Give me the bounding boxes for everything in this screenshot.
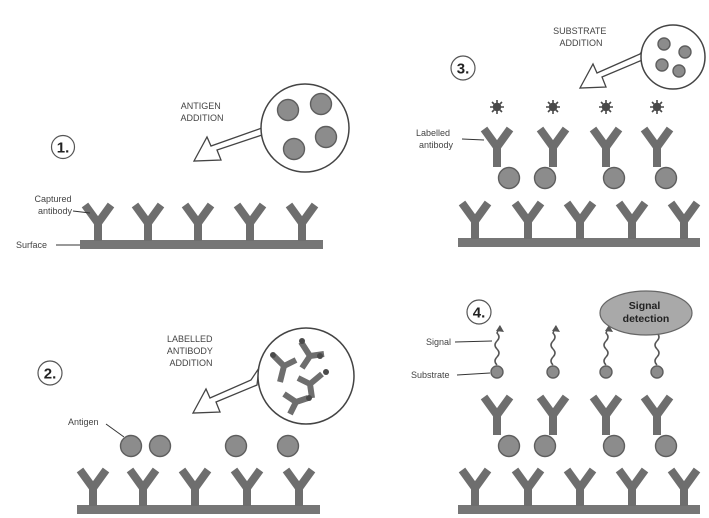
antigen [121,436,142,457]
panel-2: 2. Antigen LABELLED ANTIBODY ADDITION [38,328,354,514]
signal-detection: Signal detection [600,291,692,335]
captured-antibody [462,470,488,506]
antigen [604,436,625,457]
captured-antibody [515,470,541,506]
enzyme-label [650,100,664,114]
surface [80,240,323,249]
captured-antibody [185,205,211,241]
enzyme-label [546,100,560,114]
captured-antibody [671,203,697,239]
captured-antibodies [85,205,315,241]
captured-antibody-label: Captured antibody [34,194,74,216]
captured-antibodies [462,203,697,239]
surface [458,505,700,514]
antigen [278,436,299,457]
panel-number-1-text: 1. [57,140,70,157]
bound-antigens [499,168,677,189]
substrate [600,366,612,378]
labelled-antibody [484,129,510,167]
captured-antibody [567,470,593,506]
captured-antibody [286,470,312,506]
panel-number-3: 3. [451,56,475,80]
signal-squiggle [604,326,609,365]
antigen [604,168,625,189]
captured-antibody [289,205,315,241]
captured-antibody [80,470,106,506]
surface [77,505,320,514]
panel-number-1: 1. [52,136,75,159]
labelled-antibodies [484,397,670,435]
panel-number-4-text: 4. [473,305,486,322]
labelled-antibodies [484,129,670,167]
substrate-bubble [641,25,705,89]
antigen-label: Antigen [68,417,99,427]
captured-antibodies [80,470,312,506]
antigen [499,436,520,457]
antigen [226,436,247,457]
labelled-antibody [593,397,619,435]
panel-3: 3. Labelled an [416,25,705,247]
surface [458,238,700,247]
substrate-label: Substrate [411,370,450,380]
bound-antigens [121,436,299,457]
substrate-addition-label: SUBSTRATE ADDITION [553,26,609,48]
captured-antibody [619,470,645,506]
antigen-bubble [261,84,349,172]
bound-antigens [499,436,677,457]
antigen [499,168,520,189]
enzyme-labels [490,100,664,114]
captured-antibody [237,205,263,241]
captured-antibody [182,470,208,506]
antigen [535,168,556,189]
substrate [651,366,663,378]
panel-number-3-text: 3. [457,61,470,78]
surface-label: Surface [16,240,47,250]
signal-squiggle [495,326,500,365]
panel-number-2-text: 2. [44,366,57,383]
captured-antibodies [462,470,697,506]
antigen [535,436,556,457]
captured-antibody [515,203,541,239]
labelled-antibody-label: Labelled antibody [416,128,454,150]
substrate [547,366,559,378]
captured-antibody [85,205,111,241]
labelled-antibody-addition-arrow [193,368,259,413]
antigen-addition-label: ANTIGEN ADDITION [180,101,223,123]
labelled-antibody [644,397,670,435]
signal-detection-label: Signal detection [623,300,670,325]
captured-antibody [567,203,593,239]
captured-antibody [619,203,645,239]
antigen [656,168,677,189]
panel-1: 1. Captured antibody Surface ANTIGEN ADD… [16,84,349,250]
captured-antibody [462,203,488,239]
signal-label: Signal [426,337,451,347]
labelled-antibody [540,397,566,435]
captured-antibody [671,470,697,506]
labelled-antibody-bubble [258,328,354,424]
captured-antibody [130,470,156,506]
antigen [656,436,677,457]
panel-4: 4. [411,291,700,514]
labelled-antibody [644,129,670,167]
labelled-antibody [540,129,566,167]
substrate [491,366,503,378]
enzyme-label [490,100,504,114]
signal-squiggle [551,326,556,365]
captured-antibody [135,205,161,241]
labelled-antibody [484,397,510,435]
enzyme-label [599,100,613,114]
panel-number-2: 2. [38,361,62,385]
labelled-antibody-addition-label: LABELLED ANTIBODY ADDITION [167,334,215,368]
bound-substrates [491,366,663,378]
labelled-antibody [593,129,619,167]
captured-antibody [234,470,260,506]
panel-number-4: 4. [467,300,491,324]
antigen [150,436,171,457]
